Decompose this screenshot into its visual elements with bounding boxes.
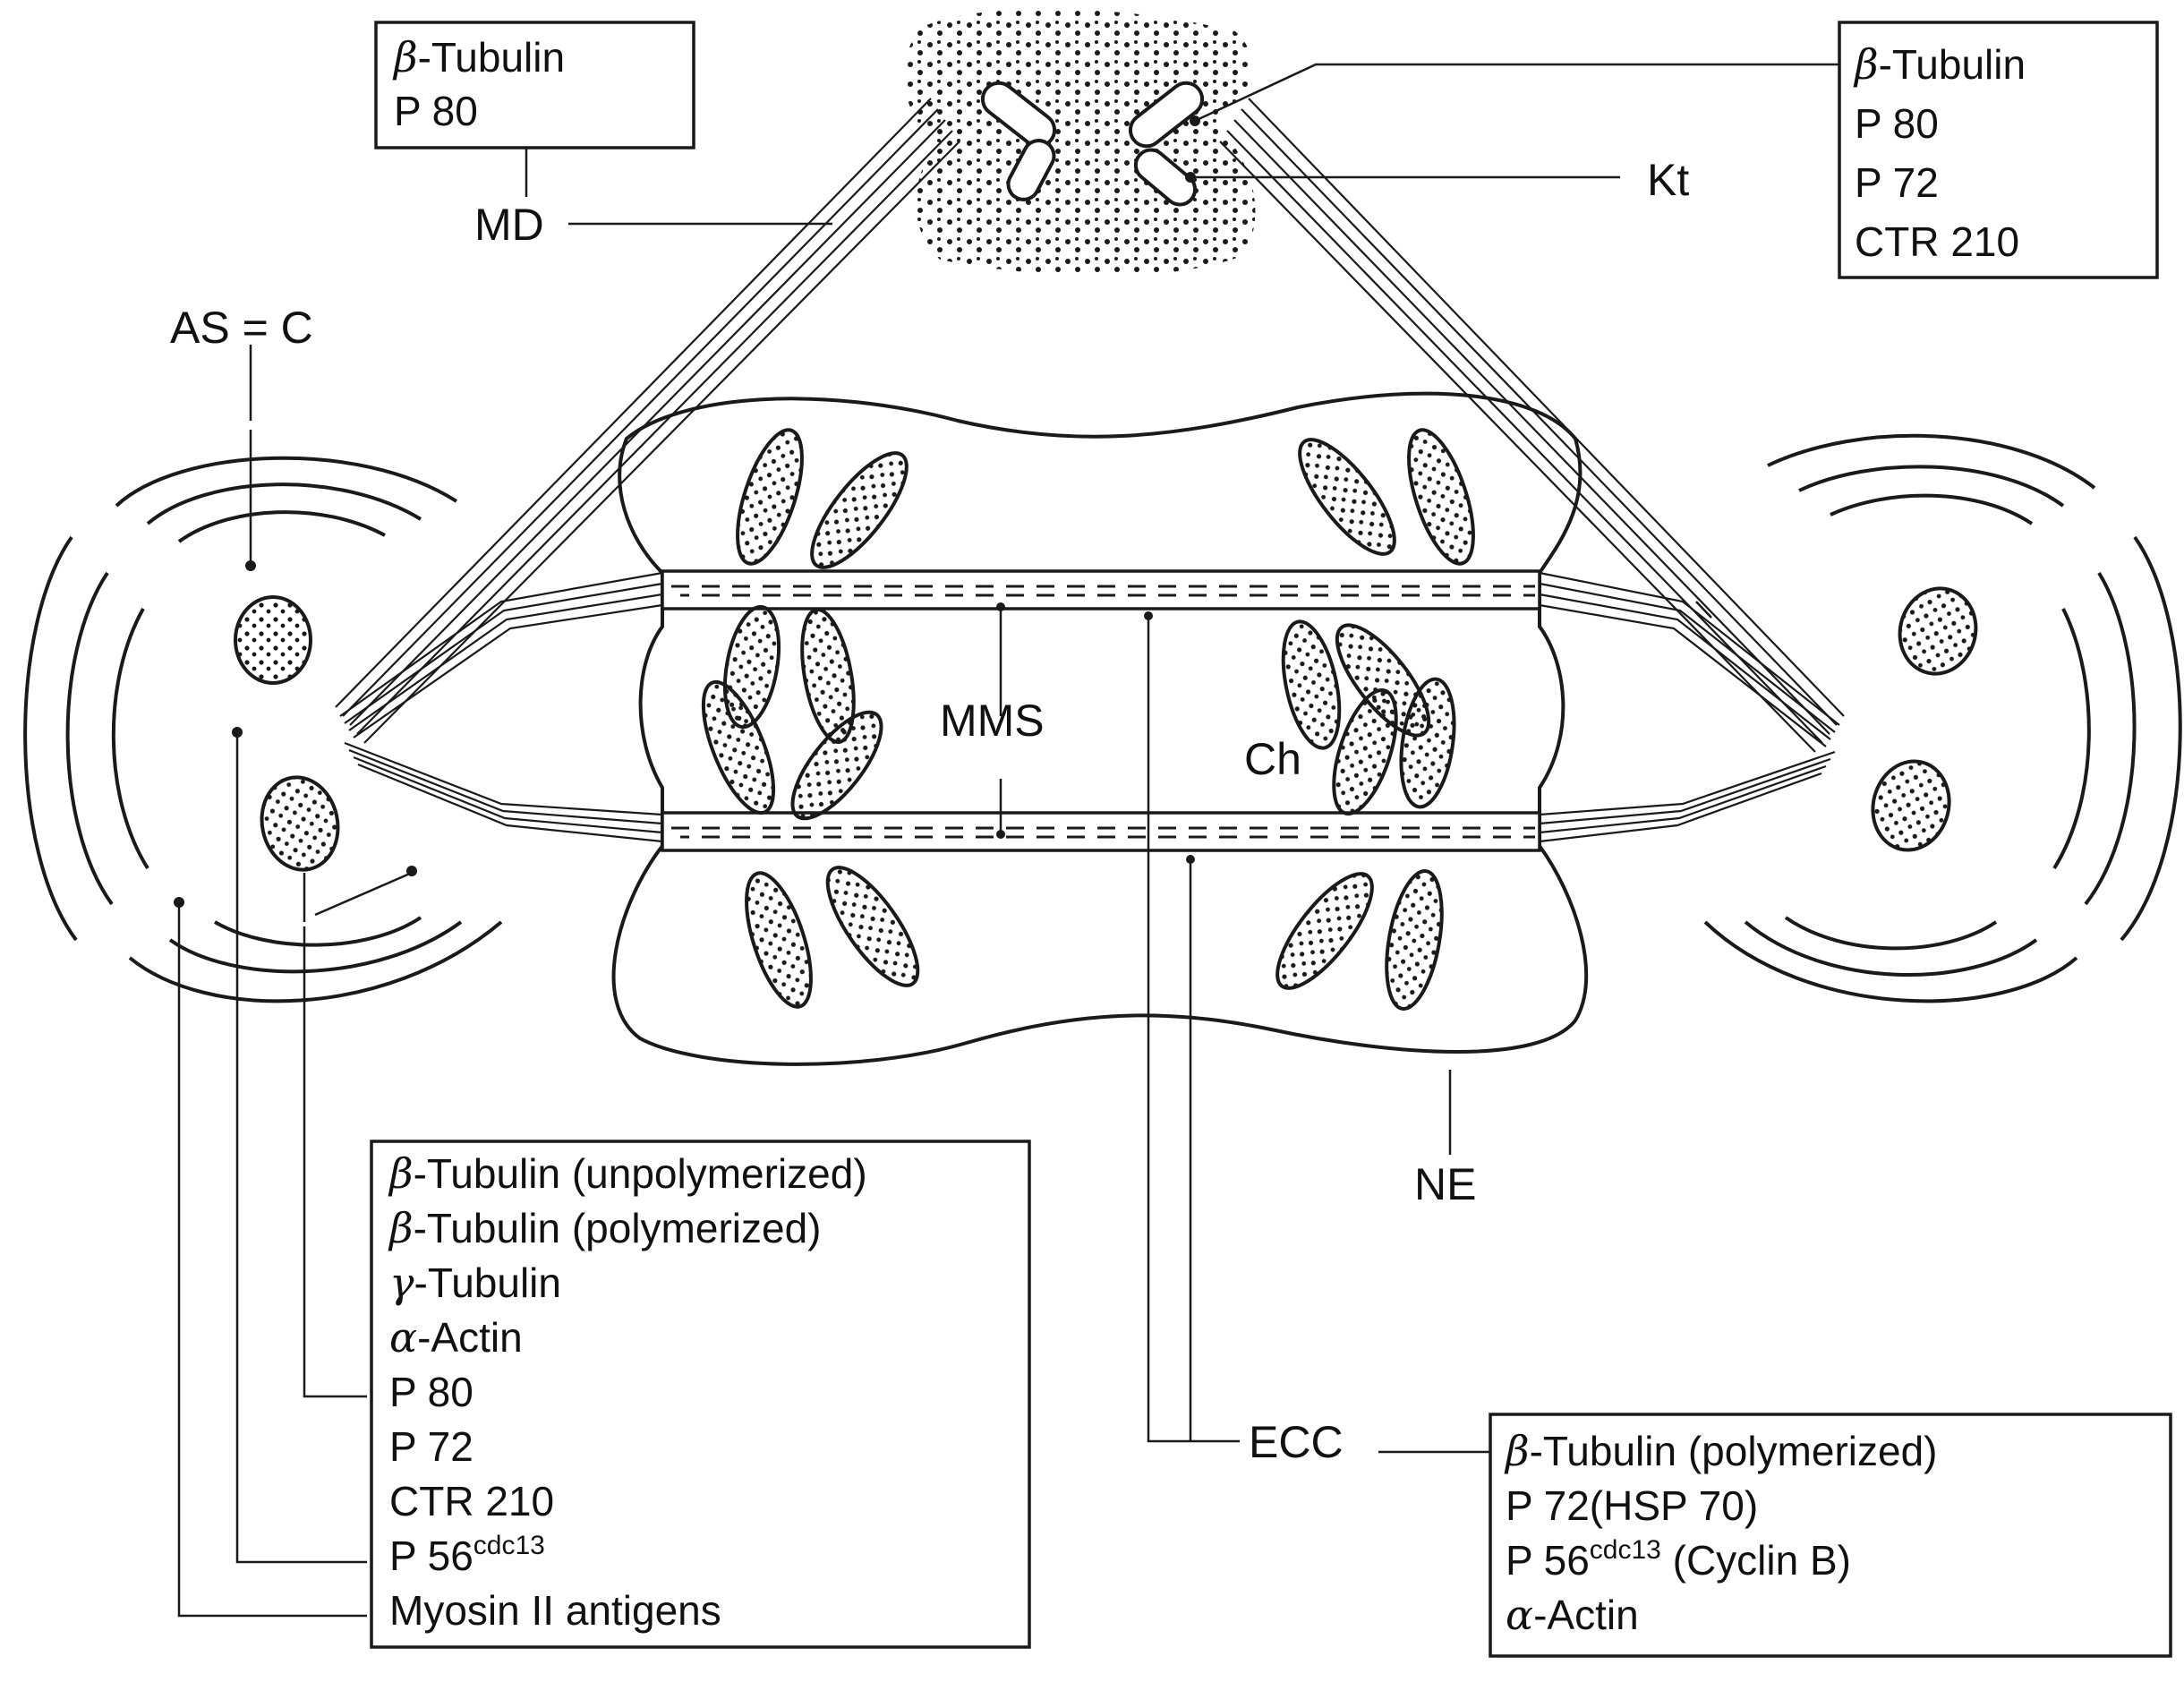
box-kt-line: β-Tubulin — [1853, 40, 2026, 89]
box-md: β-Tubulin P 80 — [374, 21, 695, 149]
nuclear-envelope — [611, 391, 1589, 1066]
box-as-line: P 80 — [389, 1369, 473, 1415]
box-as-line: P 56cdc13 — [389, 1531, 545, 1579]
kinetochore-region — [904, 8, 1256, 277]
leader-lines — [177, 63, 1839, 1618]
box-as-line: α-Actin — [389, 1313, 523, 1362]
centriole-cylinders — [980, 81, 1205, 207]
box-as: β-Tubulin (unpolymerized) β-Tubulin (poly… — [370, 1140, 1031, 1649]
box-md-line: P 80 — [394, 88, 478, 134]
label-ch: Ch — [1244, 734, 1301, 784]
left-aster — [23, 456, 503, 1003]
spindle-fibers — [335, 98, 1845, 843]
stippled-centrosome-cloud — [904, 8, 1256, 277]
box-kt-line: P 72 — [1855, 159, 1939, 206]
label-as-c: AS = C — [170, 303, 313, 353]
box-as-line: β-Tubulin (polymerized) — [388, 1204, 821, 1252]
right-aster — [1703, 433, 2182, 1003]
label-ecc: ECC — [1249, 1417, 1344, 1467]
box-as-line: γ-Tubulin — [389, 1259, 561, 1307]
label-mms: MMS — [940, 696, 1045, 746]
box-kt-line: P 80 — [1855, 100, 1939, 147]
box-md-line: β-Tubulin — [392, 33, 565, 81]
label-kt: Kt — [1647, 155, 1689, 205]
mms-band-lower — [661, 811, 1541, 852]
box-as-line: β-Tubulin (unpolymerized) — [388, 1149, 867, 1198]
label-ne: NE — [1414, 1159, 1476, 1209]
box-kt: β-Tubulin P 80 P 72 CTR 210 — [1838, 21, 2159, 279]
leader-dots — [174, 115, 1200, 908]
box-ecc: β-Tubulin (polymerized) P 72(HSP 70) P 56c… — [1489, 1413, 2172, 1658]
box-ecc-line: β-Tubulin (polymerized) — [1504, 1427, 1937, 1475]
box-ecc-line: P 72(HSP 70) — [1506, 1482, 1758, 1529]
box-as-line: Myosin II antigens — [389, 1587, 721, 1634]
box-as-line: CTR 210 — [389, 1478, 554, 1524]
box-ecc-line: α-Actin — [1506, 1591, 1639, 1639]
chromosomes — [701, 428, 1475, 1011]
box-as-line: P 72 — [389, 1423, 473, 1470]
label-md: MD — [474, 200, 544, 250]
box-ecc-line: P 56cdc13 (Cyclin B) — [1506, 1535, 1851, 1584]
mms-band-upper — [661, 569, 1541, 610]
box-kt-line: CTR 210 — [1855, 218, 2019, 265]
